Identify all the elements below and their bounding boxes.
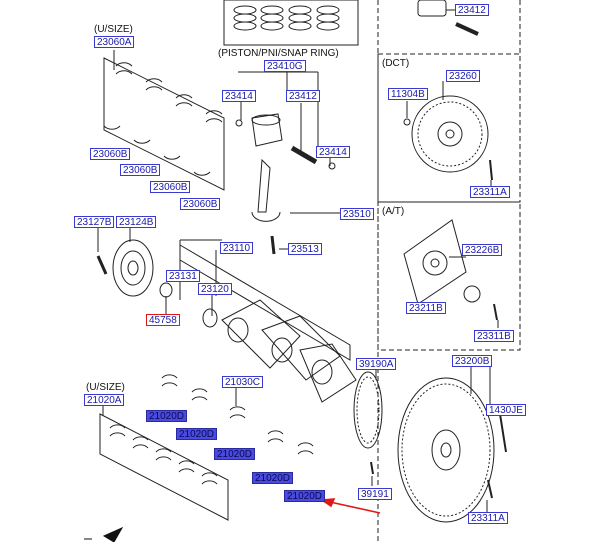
piston-top-right — [417, 0, 479, 36]
part-label-21020d-5[interactable]: 21020D — [284, 490, 326, 502]
caption-usize-bottom: (U/SIZE) — [86, 382, 125, 393]
dct-frame — [377, 0, 521, 542]
part-label-21020d-4[interactable]: 21020D — [252, 472, 294, 484]
part-label-23060b-3[interactable]: 23060B — [150, 181, 191, 193]
part-label-21020d-3[interactable]: 21020D — [214, 448, 256, 460]
caption-piston-group: (PISTON/PNI/SNAP RING) — [218, 48, 339, 59]
part-label-39191[interactable]: 39191 — [358, 488, 392, 500]
part-label-23060b-2[interactable]: 23060B — [120, 164, 161, 176]
part-label-23412[interactable]: 23412 — [286, 90, 320, 102]
part-label-11304b[interactable]: 11304B — [388, 88, 428, 100]
part-label-23124b[interactable]: 23124B — [116, 216, 157, 228]
part-label-23120[interactable]: 23120 — [198, 283, 232, 295]
part-label-23414-left[interactable]: 23414 — [222, 90, 256, 102]
part-label-23412-top[interactable]: 23412 — [455, 4, 489, 16]
part-label-23311b[interactable]: 23311B — [474, 330, 514, 342]
part-label-23414-right[interactable]: 23414 — [316, 146, 350, 158]
caption-dct: (DCT) — [382, 58, 410, 69]
part-label-21020a[interactable]: 21020A — [84, 394, 125, 406]
part-label-39190a[interactable]: 39190A — [356, 358, 397, 370]
ring-gear-flywheel — [397, 377, 507, 523]
part-label-23513[interactable]: 23513 — [288, 243, 322, 255]
part-label-23260[interactable]: 23260 — [446, 70, 480, 82]
part-label-45758[interactable]: 45758 — [146, 314, 180, 326]
back-arrow-icon[interactable] — [84, 526, 124, 542]
part-label-23311a-top[interactable]: 23311A — [470, 186, 510, 198]
red-callout-arrow — [319, 498, 381, 514]
main-bearing-lower-set — [99, 374, 314, 521]
flex-plate — [353, 371, 383, 475]
caption-usize-top: (U/SIZE) — [94, 24, 133, 35]
part-label-21020d-2[interactable]: 21020D — [176, 428, 218, 440]
part-label-23410g[interactable]: 23410G — [264, 60, 306, 72]
dct-flywheel — [403, 95, 493, 181]
part-label-23060b-1[interactable]: 23060B — [90, 148, 131, 160]
part-label-23311a-bottom[interactable]: 23311A — [468, 512, 508, 524]
part-label-1430je[interactable]: 1430JE — [486, 404, 526, 416]
piston-assembly — [235, 113, 336, 255]
part-label-21020d-1[interactable]: 21020D — [146, 410, 188, 422]
part-label-23211b[interactable]: 23211B — [406, 302, 446, 314]
part-label-23510[interactable]: 23510 — [340, 208, 374, 220]
part-label-23060b-4[interactable]: 23060B — [180, 198, 221, 210]
at-drive-plate — [403, 219, 498, 321]
crankshaft-pulley — [96, 239, 173, 298]
part-label-23226b[interactable]: 23226B — [462, 244, 503, 256]
part-label-23127b[interactable]: 23127B — [74, 216, 115, 228]
piston-rings — [223, 0, 359, 46]
main-bearing-upper-set — [103, 57, 225, 191]
part-label-23131[interactable]: 23131 — [166, 270, 200, 282]
caption-at: (A/T) — [382, 206, 405, 217]
part-label-23060a[interactable]: 23060A — [94, 36, 135, 48]
part-label-23110[interactable]: 23110 — [220, 242, 254, 254]
crankshaft — [179, 244, 357, 403]
part-label-21030c[interactable]: 21030C — [222, 376, 264, 388]
leader-lines — [97, 50, 505, 512]
part-label-23200b[interactable]: 23200B — [452, 355, 493, 367]
